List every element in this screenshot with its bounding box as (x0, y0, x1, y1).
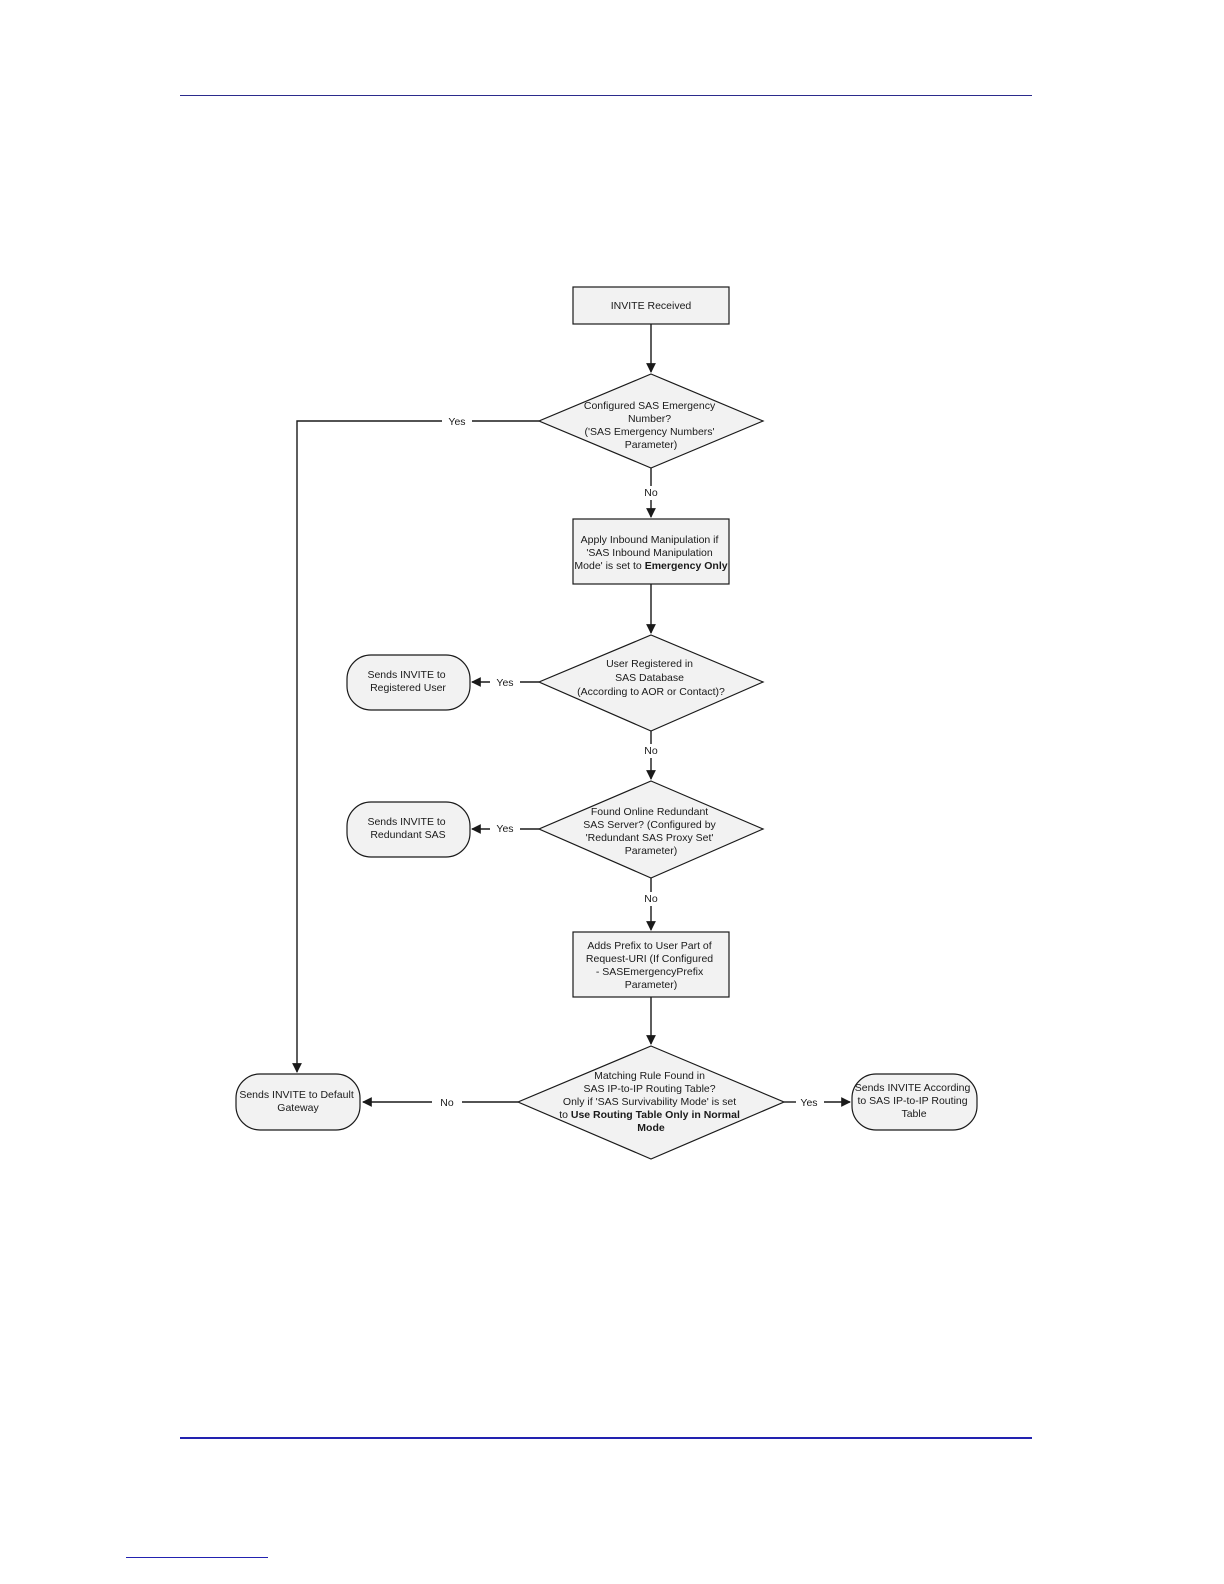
terminal-redundant-sas-text: Sends INVITE to Redundant SAS (367, 816, 448, 841)
decision-user-registered: User Registered in SAS Database (Accordi… (537, 634, 765, 732)
decision-matching-rule-text: Matching Rule Found in SAS IP-to-IP Rout… (559, 1070, 743, 1134)
terminal-registered-user: Sends INVITE to Registered User (346, 654, 471, 711)
terminal-default-gateway-text: Sends INVITE to Default Gateway (239, 1089, 356, 1114)
terminal-registered-user-text: Sends INVITE to Registered User (367, 669, 448, 694)
label-yes-matching: Yes (800, 1097, 817, 1109)
arrow-emergency-yes-to-default (292, 420, 442, 1073)
label-yes-redundant: Yes (496, 823, 513, 835)
footnote-rule (126, 1557, 268, 1558)
node-adds-prefix-text: Adds Prefix to User Part of Request-URI … (586, 940, 716, 991)
label-no-registered: No (644, 745, 658, 757)
label-no-matching: No (440, 1097, 454, 1109)
decision-redundant-sas-text: Found Online Redundant SAS Server? (Conf… (583, 806, 718, 857)
label-no-redundant: No (644, 893, 658, 905)
terminal-routing-table-text: Sends INVITE According to SAS IP-to-IP R… (855, 1082, 973, 1120)
decision-redundant-sas: Found Online Redundant SAS Server? (Conf… (537, 780, 765, 879)
decision-emergency-number: Configured SAS Emergency Number? ('SAS E… (537, 373, 765, 469)
header-rule (180, 95, 1032, 96)
footer-rule (180, 1437, 1032, 1439)
node-inbound-manipulation: Apply Inbound Manipulation if 'SAS Inbou… (572, 518, 730, 585)
decision-emergency-number-text: Configured SAS Emergency Number? ('SAS E… (584, 400, 718, 451)
connectors (292, 324, 851, 1107)
label-yes-registered: Yes (496, 677, 513, 689)
terminal-default-gateway: Sends INVITE to Default Gateway (235, 1073, 361, 1131)
node-adds-prefix: Adds Prefix to User Part of Request-URI … (572, 931, 730, 998)
node-invite-received: INVITE Received (572, 286, 730, 325)
label-no-emergency: No (644, 487, 658, 499)
node-invite-received-text: INVITE Received (611, 300, 692, 312)
terminal-routing-table: Sends INVITE According to SAS IP-to-IP R… (851, 1073, 978, 1131)
label-yes-emergency: Yes (448, 416, 465, 428)
node-inbound-manipulation-text: Apply Inbound Manipulation if 'SAS Inbou… (574, 534, 727, 572)
decision-user-registered-text: User Registered in SAS Database (Accordi… (577, 658, 725, 698)
decision-matching-rule: Matching Rule Found in SAS IP-to-IP Rout… (516, 1045, 786, 1160)
terminal-redundant-sas: Sends INVITE to Redundant SAS (346, 801, 471, 858)
